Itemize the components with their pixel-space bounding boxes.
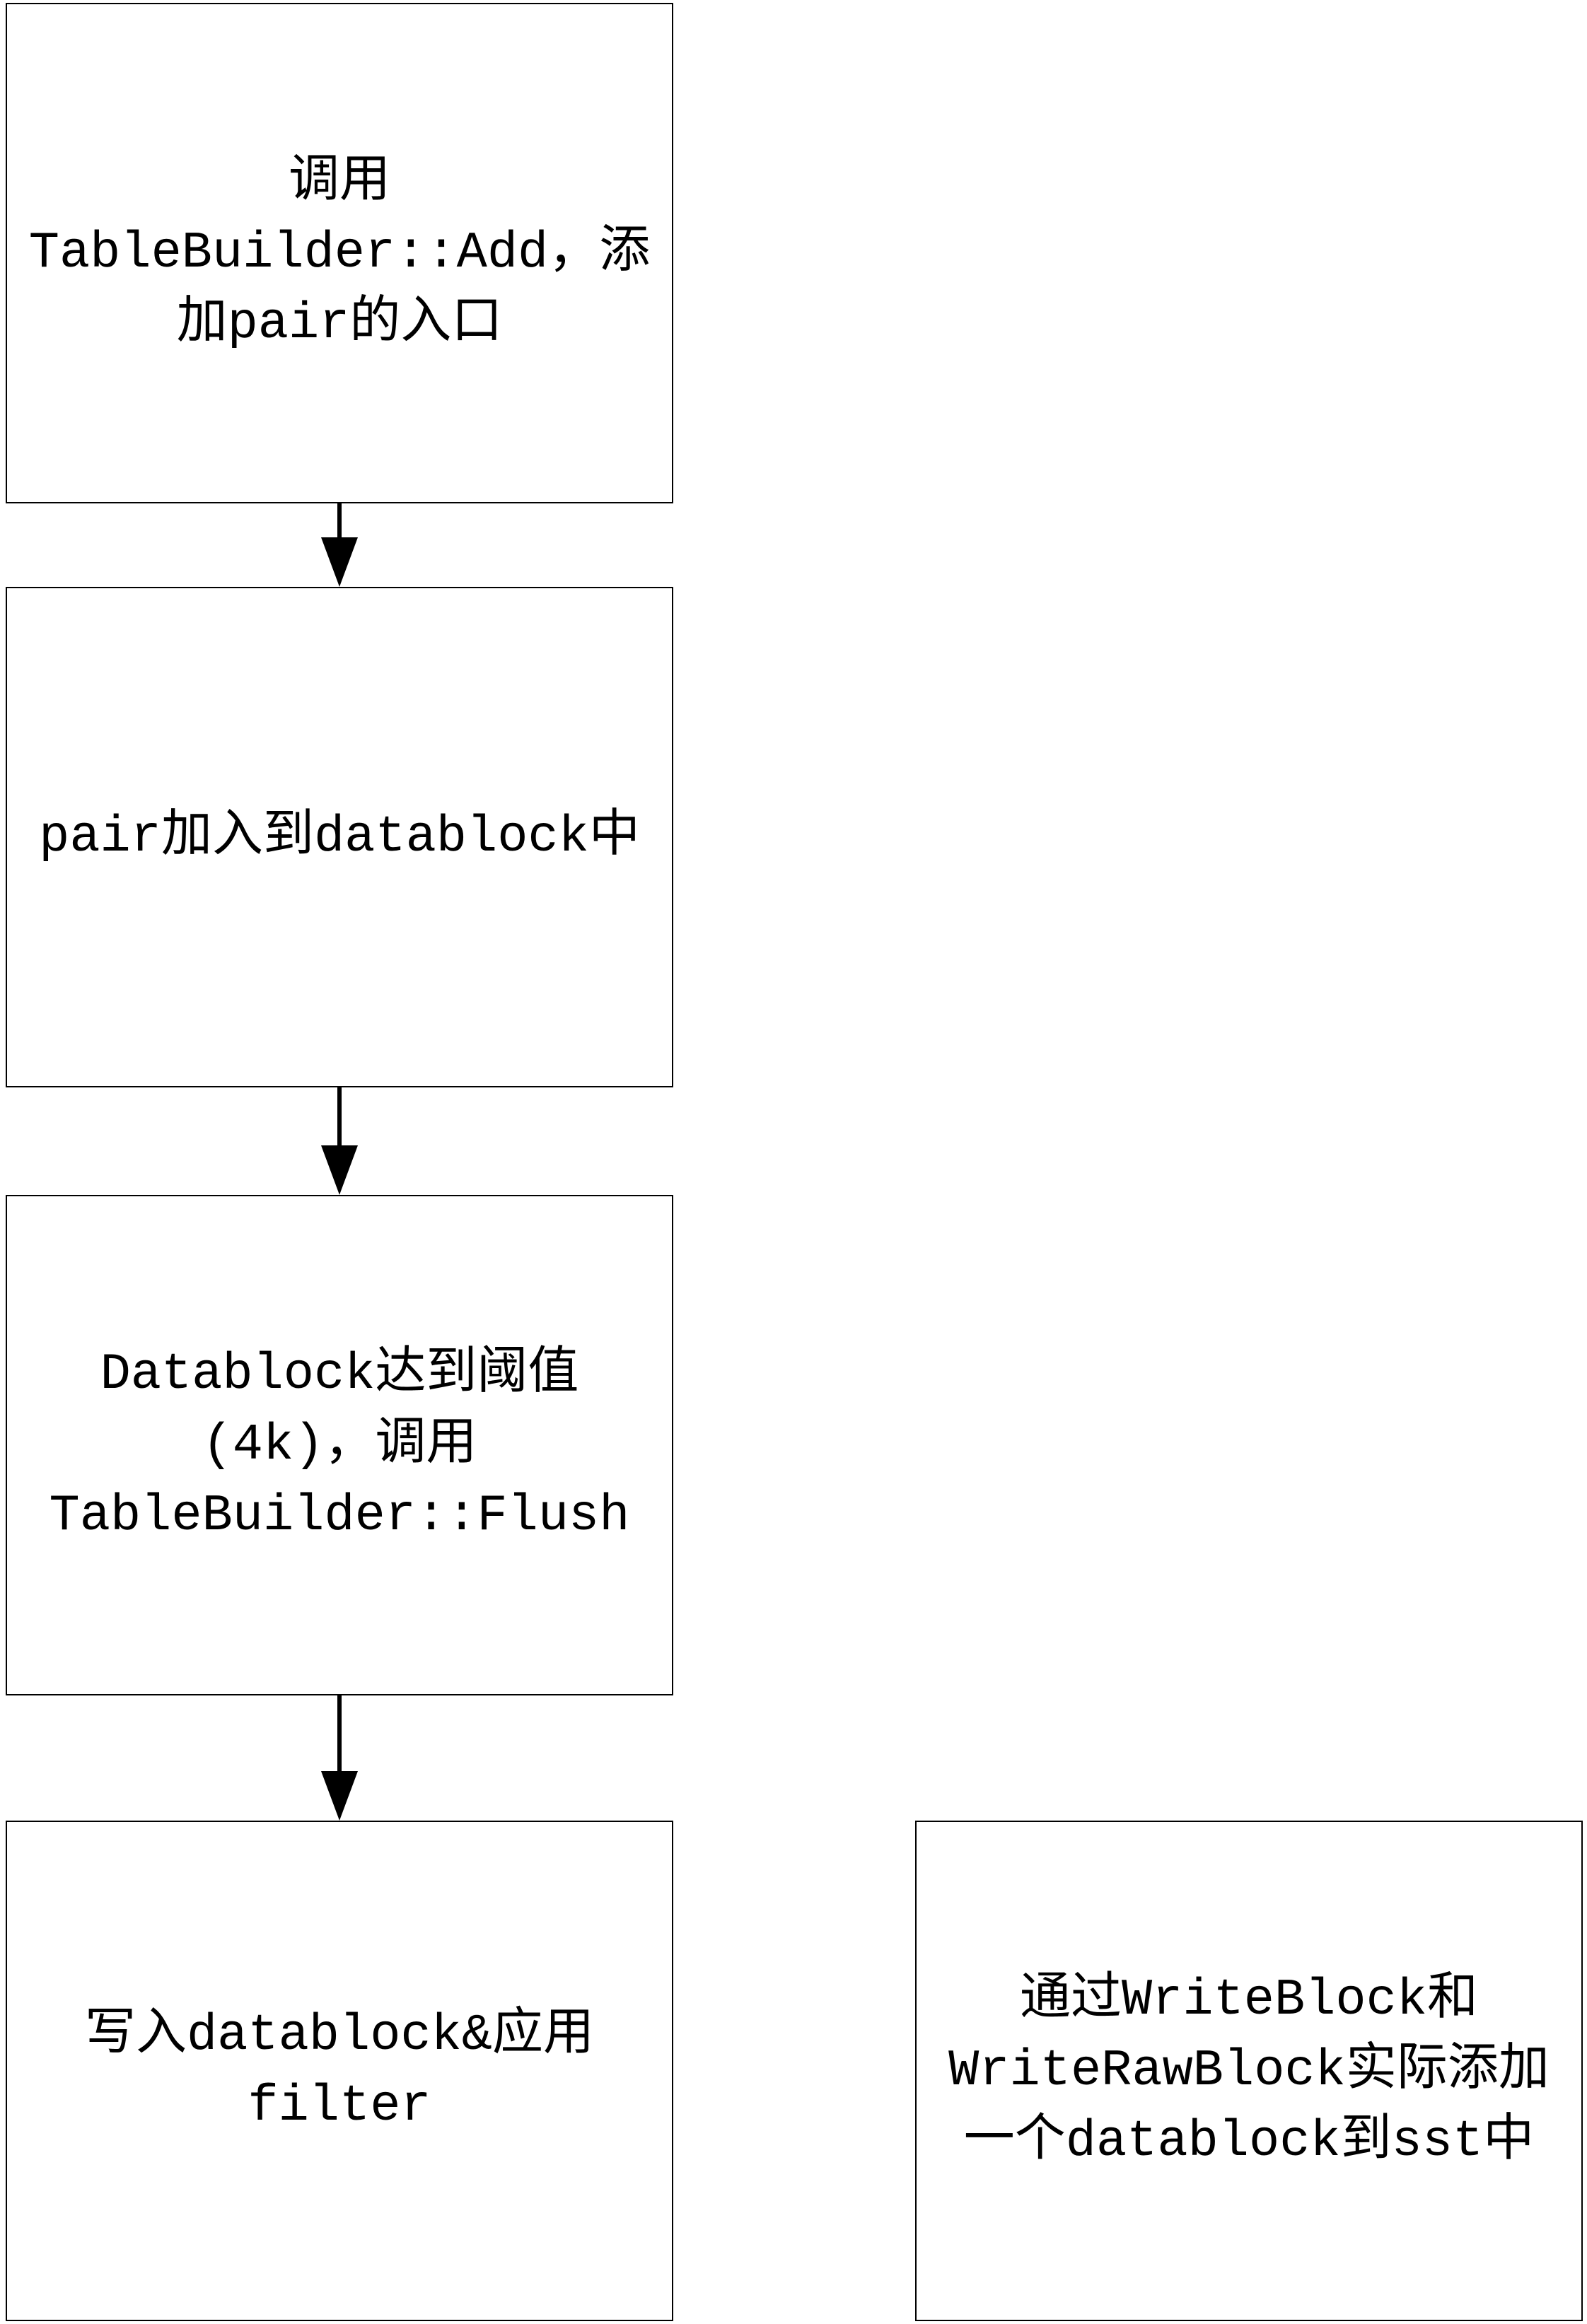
node-text: 加pair的入口	[176, 295, 503, 353]
node-text: TableBuilder::Add，添	[28, 224, 651, 282]
arrow-3	[321, 1695, 358, 1821]
node-text: 写入datablock&应用	[84, 2007, 595, 2065]
node-add-entry: 调用 TableBuilder::Add，添 加pair的入口	[6, 3, 673, 503]
arrow-2	[321, 1087, 358, 1195]
node-add-to-datablock: pair加入到datablock中	[6, 587, 673, 1087]
node-text: 调用	[288, 153, 390, 211]
node-text: 通过WriteBlock和	[1019, 1971, 1479, 2029]
node-flush-threshold: Datablock达到阈值 (4k)，调用 TableBuilder::Flus…	[6, 1195, 673, 1695]
node-text: Datablock达到阈值	[100, 1345, 579, 1403]
arrow-1	[321, 503, 358, 587]
node-text: TableBuilder::Flush	[49, 1487, 630, 1545]
node-text: pair加入到datablock中	[39, 808, 640, 866]
node-text: 一个datablock到sst中	[963, 2113, 1535, 2171]
node-text: WriteRawBlock实际添加	[948, 2042, 1550, 2100]
node-text: (4k)，调用	[202, 1416, 477, 1474]
node-write-block: 通过WriteBlock和 WriteRawBlock实际添加 一个databl…	[915, 1821, 1583, 2321]
node-text: filter	[248, 2077, 431, 2135]
node-write-datablock: 写入datablock&应用 filter	[6, 1821, 673, 2321]
